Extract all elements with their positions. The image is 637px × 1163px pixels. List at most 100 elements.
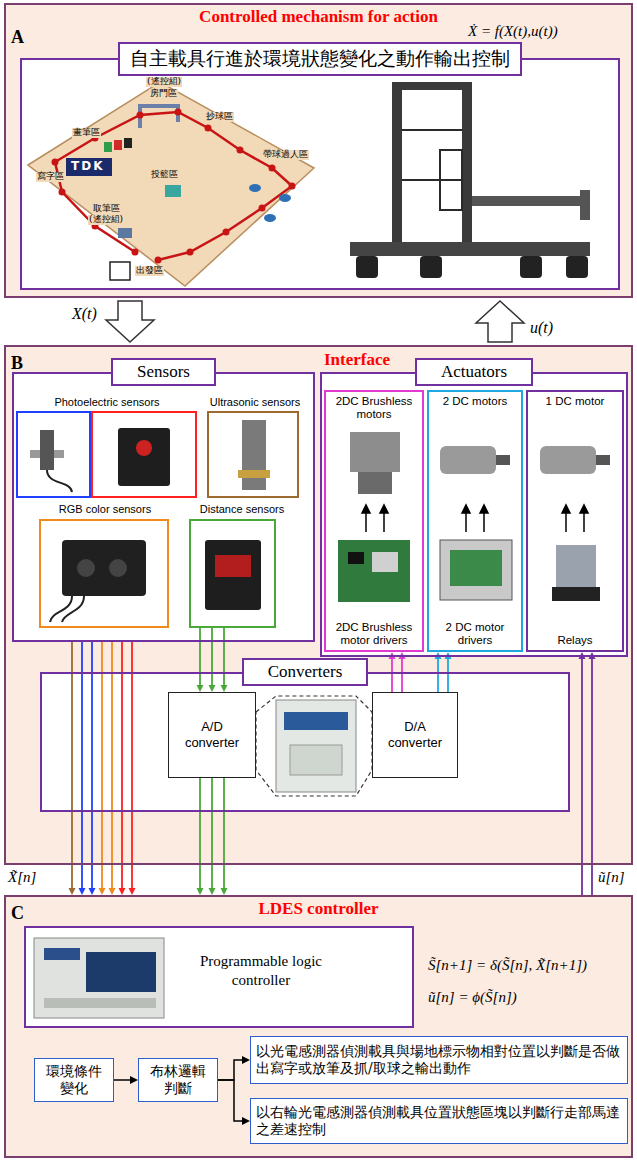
box-label: D/A converter: [385, 719, 445, 750]
arrow-head: [242, 1056, 250, 1064]
wire: [121, 642, 123, 889]
converter-block: D/A converter: [372, 692, 458, 778]
box-ground: [12, 58, 628, 1144]
drive-arrow-part: [583, 512, 585, 532]
box-ground-part: [372, 692, 458, 778]
competition-field-part-part: [175, 109, 182, 116]
wire: [211, 778, 213, 889]
actuator-group: 2DC Brushless motors2DC Brushless motor …: [324, 390, 424, 652]
field-zone-label: (遙控組): [88, 215, 124, 225]
drive-arrow: [362, 505, 588, 532]
sensor-frame-part: [17, 412, 90, 497]
text-slot: Sensors: [14, 358, 313, 386]
box-label: 2 DC motor drivers: [431, 621, 519, 647]
sensor-picture-part: [215, 555, 251, 577]
text-slot: B: [11, 353, 23, 375]
mechanism-box: 自主載具行進於環境狀態變化之動作輸出控制: [20, 58, 620, 290]
plc-picture-part: [44, 948, 80, 960]
box-heading: 自主載具行進於環境狀態變化之動作輸出控制: [118, 42, 522, 76]
field-zone-label: 畫筆區: [72, 128, 101, 138]
wire: [101, 642, 103, 889]
actuator-picture-part: [552, 587, 600, 601]
competition-field-part: [28, 82, 314, 286]
box-label: 布林邏輯判斷: [144, 1063, 212, 1098]
block-arrow: [476, 301, 524, 342]
drive-arrow-part: [465, 512, 467, 532]
box-label: Distance sensors: [200, 503, 284, 516]
field-zone-label: (遙控組): [146, 77, 182, 87]
competition-field-part-part: [132, 249, 139, 256]
box-heading: Actuators: [415, 358, 533, 386]
arrow-head: [221, 685, 228, 692]
robot-drawing-part: [402, 179, 462, 181]
sensor-picture-part: [77, 559, 95, 577]
drive-arrow-part: [562, 505, 570, 513]
plc-picture-part: [256, 696, 372, 796]
box-label: 以光電感測器偵測載具與場地標示物相對位置以判斷是否做出寫字或放筆及抓/取球之輸出…: [256, 1043, 622, 1078]
text-slot: Converters: [42, 658, 568, 686]
text-slot: A: [11, 27, 24, 49]
drive-arrow-part: [462, 505, 470, 513]
box-heading: Converters: [242, 658, 369, 686]
box-ground-part: [24, 926, 414, 1028]
arrow-head: [79, 888, 86, 895]
actuator-picture-part: [450, 550, 502, 586]
competition-field-part: [140, 106, 178, 128]
wire: [401, 658, 403, 692]
box-ground-part: [168, 692, 256, 778]
actuator-box: Actuators2DC Brushless motors2DC Brushle…: [320, 372, 628, 657]
process-box: 布林邏輯判斷: [138, 1058, 218, 1102]
flow-arrow: [114, 1076, 138, 1084]
actuator-picture-part: [358, 472, 392, 494]
sensor-picture-part: [238, 470, 270, 478]
arrow-head: [89, 888, 96, 895]
wire: [223, 778, 225, 889]
competition-field-part-part: [59, 189, 66, 196]
actuator-picture-part: [556, 545, 596, 587]
text-slot: LDES controller: [6, 899, 631, 919]
arrow-head: [221, 888, 228, 895]
process-box: 以光電感測器偵測載具與場地標示物相對位置以判斷是否做出寫字或放筆及抓/取球之輸出…: [250, 1036, 628, 1084]
competition-field-part-part: [289, 183, 296, 190]
box-ground-part: [40, 672, 570, 812]
actuator-picture-part: [338, 540, 410, 602]
wire: [81, 642, 83, 889]
converter-block: A/D converter: [168, 692, 256, 778]
box-label: 1 DC motor: [546, 395, 605, 408]
converter-box: ConvertersA/D converterD/A converter: [40, 672, 570, 812]
logo-text: TDK: [71, 160, 104, 174]
sensor-frame-part: [40, 520, 168, 627]
actuator-picture-part: [440, 540, 512, 600]
drive-arrow-part: [483, 512, 485, 532]
box-label: RGB color sensors: [59, 503, 151, 516]
arrow-head: [242, 1117, 250, 1125]
signal-arrow: [476, 301, 524, 342]
sensor-group: RGB color sensors: [30, 503, 180, 628]
flow-arrow: [218, 1080, 250, 1125]
box-heading: Sensors: [111, 358, 216, 386]
field-zone-label: 抄球區: [205, 112, 234, 122]
wire: [71, 642, 73, 889]
robot-drawing-part: [472, 196, 580, 206]
competition-field-part: [52, 109, 296, 264]
signal-arrow: [106, 301, 154, 342]
wire: [437, 658, 439, 692]
robot-drawing-part: [462, 82, 472, 250]
robot-drawing-part: [356, 256, 378, 278]
sensor-picture-part: [136, 440, 152, 456]
box-label: 2DC Brushless motors: [328, 395, 420, 421]
wire: [111, 642, 113, 889]
panel-title: LDES controller: [6, 899, 631, 919]
box-ground-part: [138, 1058, 218, 1102]
field-zone-label: 取筆區: [92, 204, 121, 214]
signal-name: u(t): [530, 318, 553, 337]
competition-field-part-part: [259, 205, 266, 212]
wire: [591, 658, 593, 895]
competition-field-part: [249, 184, 261, 192]
text-slot: Interface: [324, 350, 390, 370]
field-zone-label: 寫字區: [36, 172, 65, 182]
plc-picture-part: [86, 952, 156, 992]
sensor-picture: [30, 420, 270, 622]
robot-drawing-part: [580, 190, 590, 220]
sensor-frame-part: [208, 412, 298, 497]
